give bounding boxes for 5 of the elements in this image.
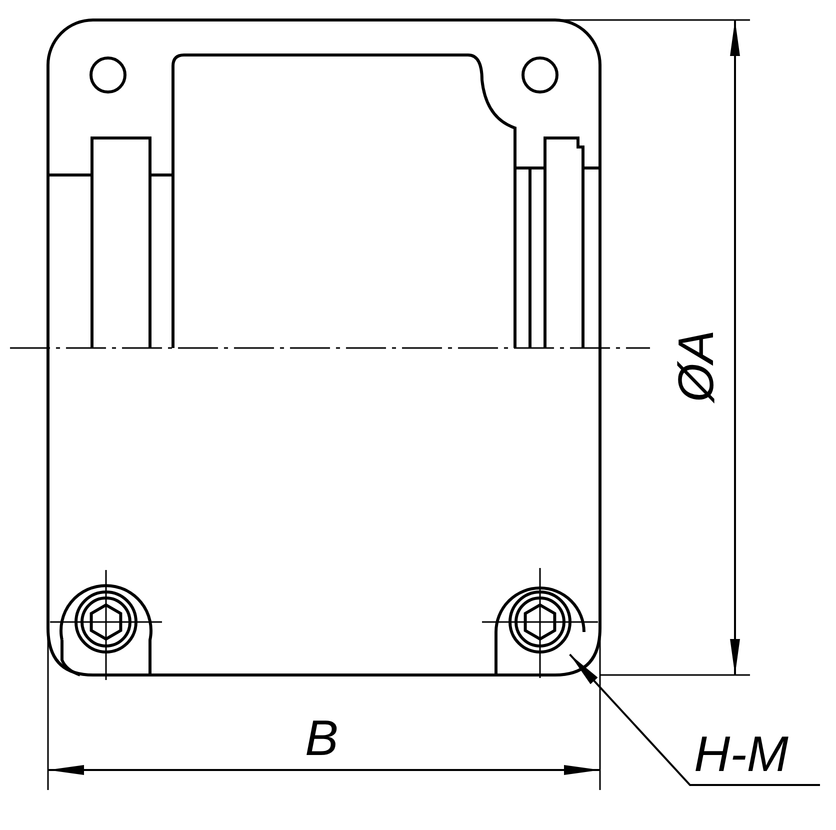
dimension-label: ØA <box>670 330 722 402</box>
bolt-head <box>481 567 599 679</box>
callout-label: H-M <box>694 728 788 780</box>
dimension-label: B <box>305 712 338 764</box>
leader-line <box>569 654 820 786</box>
